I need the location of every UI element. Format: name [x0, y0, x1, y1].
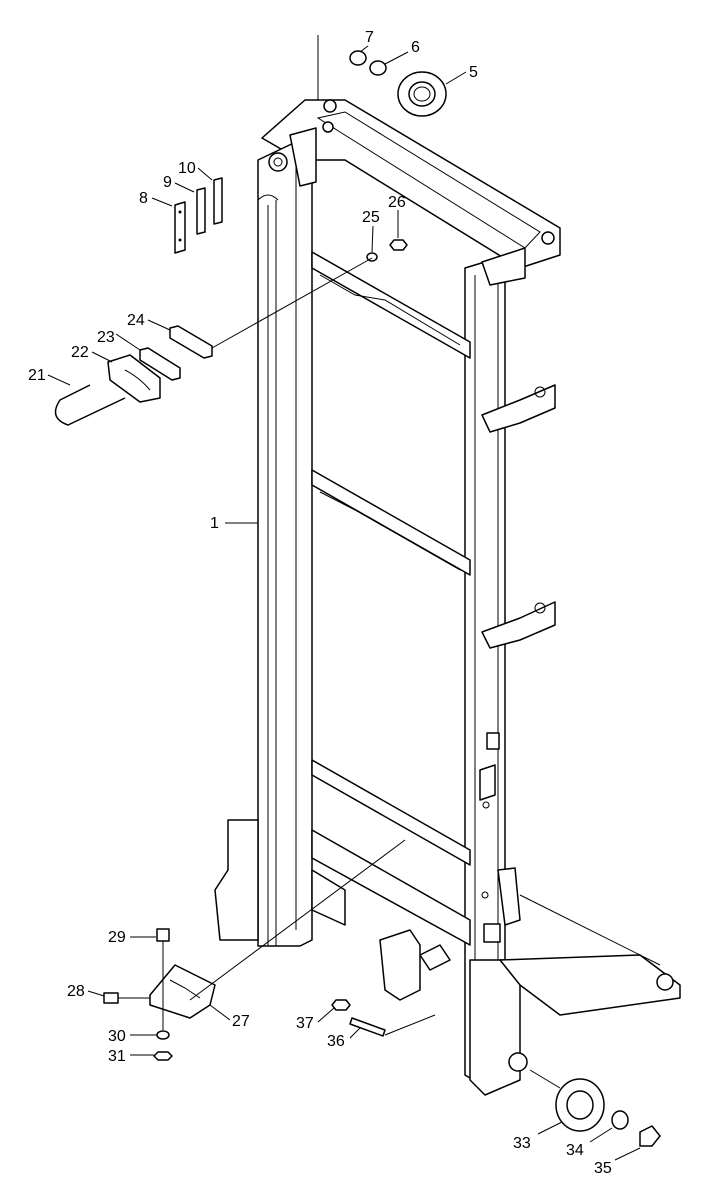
leader-lines — [47, 35, 641, 1161]
callout-28: 28 — [67, 983, 85, 1000]
callout-7: 7 — [365, 29, 374, 46]
part-35-cap — [639, 1125, 661, 1147]
callout-36: 36 — [327, 1033, 345, 1050]
part-31-nut — [153, 1051, 173, 1061]
callout-1: 1 — [210, 515, 219, 532]
callout-22: 22 — [71, 344, 89, 361]
callout-31: 31 — [108, 1048, 126, 1065]
part-9-shim-plate — [196, 187, 206, 235]
part-21-u-bolt — [54, 384, 126, 426]
callout-24: 24 — [127, 312, 145, 329]
part-30-washer — [156, 1030, 170, 1040]
callout-33: 33 — [513, 1135, 531, 1152]
part-36-stud — [349, 1017, 386, 1037]
callout-29: 29 — [108, 929, 126, 946]
callout-labels: 7 6 5 10 9 8 25 26 24 23 22 21 1 29 28 2… — [28, 29, 612, 1177]
part-29-bolt — [156, 928, 170, 942]
part-26-nut — [389, 239, 408, 251]
part-22-clamp — [107, 354, 161, 403]
callout-26: 26 — [388, 194, 406, 211]
callout-34: 34 — [566, 1142, 584, 1159]
part-7-snap-ring — [349, 50, 367, 66]
callout-25: 25 — [362, 209, 380, 226]
callout-27: 27 — [232, 1013, 250, 1030]
callout-5: 5 — [469, 64, 478, 81]
part-33-bearing — [555, 1078, 605, 1132]
part-8-shim-plate — [174, 201, 186, 254]
part-6-snap-ring — [369, 60, 387, 76]
callout-10: 10 — [178, 160, 196, 177]
part-23-plate — [139, 347, 181, 381]
callout-35: 35 — [594, 1160, 612, 1177]
outer-mast-frame — [214, 99, 681, 1096]
part-34-snap-ring — [611, 1110, 629, 1130]
callout-9: 9 — [163, 174, 172, 191]
callout-37: 37 — [296, 1015, 314, 1032]
part-37-nut — [331, 999, 351, 1011]
callout-6: 6 — [411, 39, 420, 56]
part-10-shim-plate — [213, 177, 223, 225]
part-28-bolt — [103, 992, 150, 1004]
callout-8: 8 — [139, 190, 148, 207]
part-5-bearing — [397, 71, 447, 117]
part-24-plate — [169, 325, 213, 359]
callout-21: 21 — [28, 367, 46, 384]
callout-23: 23 — [97, 329, 115, 346]
part-27-bracket — [149, 964, 216, 1019]
callout-30: 30 — [108, 1028, 126, 1045]
